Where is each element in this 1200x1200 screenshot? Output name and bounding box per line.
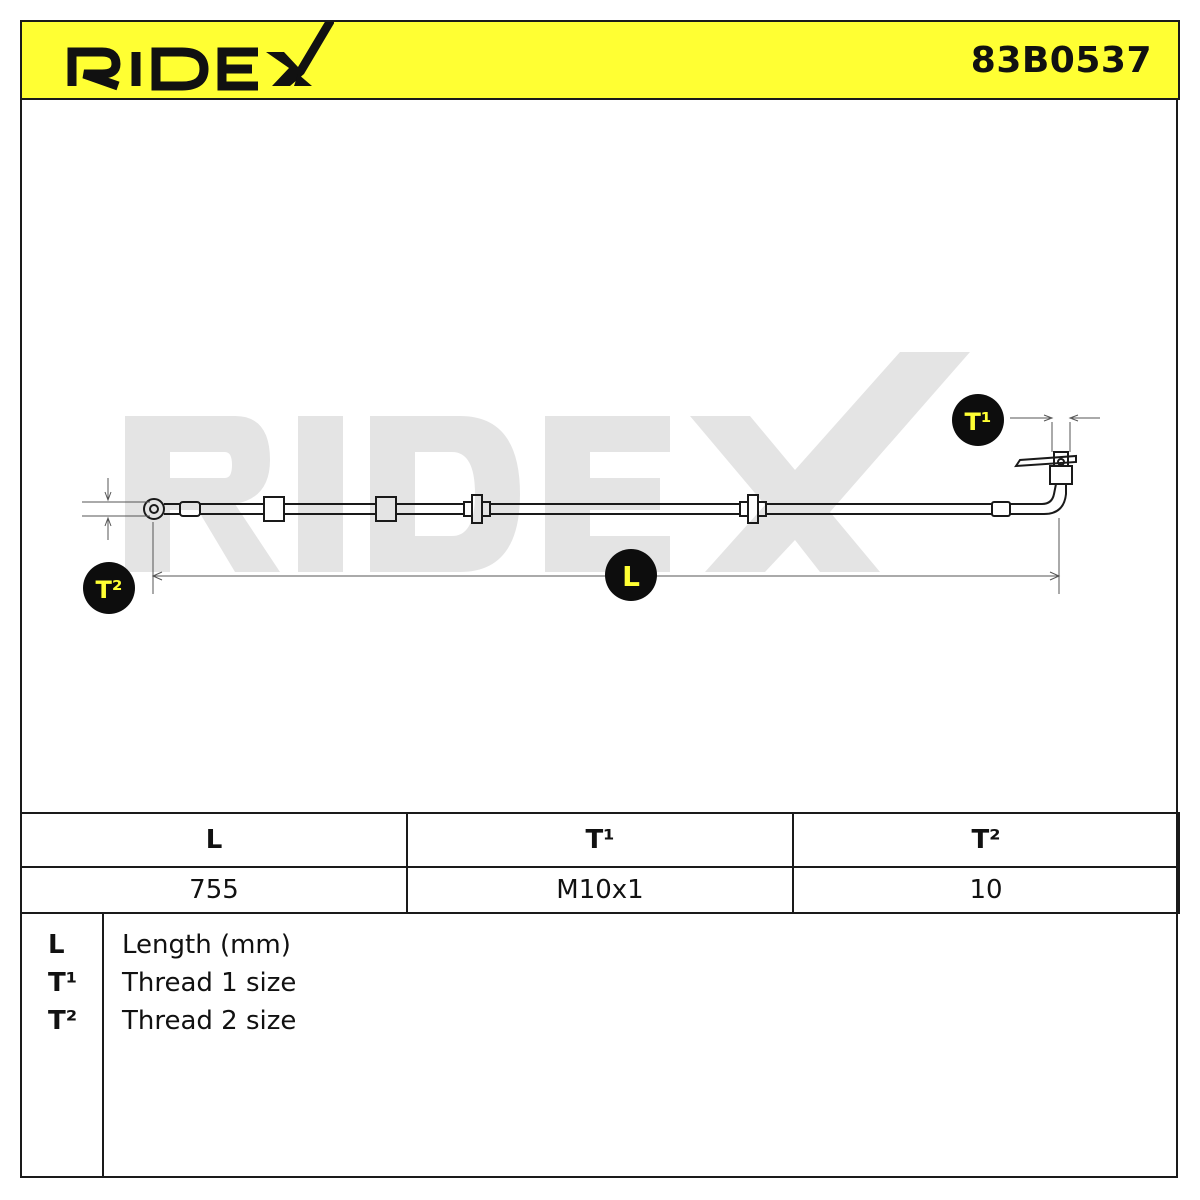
t1-badge: T¹ [952, 394, 1004, 446]
ridex-watermark [125, 352, 970, 572]
value-thread-2: 10 [792, 866, 1180, 914]
legend-text: Thread 2 size [122, 1006, 297, 1036]
header-length: L [20, 812, 408, 868]
legend-key: T¹ [48, 968, 78, 998]
value-length: 755 [20, 866, 408, 914]
legend-item: L Length (mm) [20, 930, 1180, 968]
legend-key: L [48, 930, 65, 960]
value-thread-1: M10x1 [406, 866, 794, 914]
spec-table: L T¹ T² 755 M10x1 10 [20, 812, 1180, 914]
hose-drawing: T¹ T² L [82, 352, 1100, 614]
header-thread-2: T² [792, 812, 1180, 868]
legend-item: T² Thread 2 size [20, 1006, 1180, 1044]
legend-text: Thread 1 size [122, 968, 297, 998]
legend: L Length (mm) T¹ Thread 1 size T² Thread… [20, 912, 1180, 1178]
legend-text: Length (mm) [122, 930, 291, 960]
header-bar: 83B0537 [20, 20, 1180, 100]
svg-text:L: L [622, 560, 640, 593]
legend-divider [102, 912, 104, 1178]
legend-item: T¹ Thread 1 size [20, 968, 1180, 1006]
part-number: 83B0537 [970, 40, 1152, 81]
l-badge: L [605, 549, 657, 601]
spec-header-row: L T¹ T² [20, 812, 1180, 868]
svg-text:T²: T² [96, 576, 123, 604]
spec-value-row: 755 M10x1 10 [20, 866, 1180, 914]
legend-key: T² [48, 1006, 78, 1036]
svg-text:T¹: T¹ [965, 408, 992, 436]
t2-badge: T² [83, 562, 135, 614]
header-thread-1: T¹ [406, 812, 794, 868]
ridex-logo [67, 22, 334, 91]
